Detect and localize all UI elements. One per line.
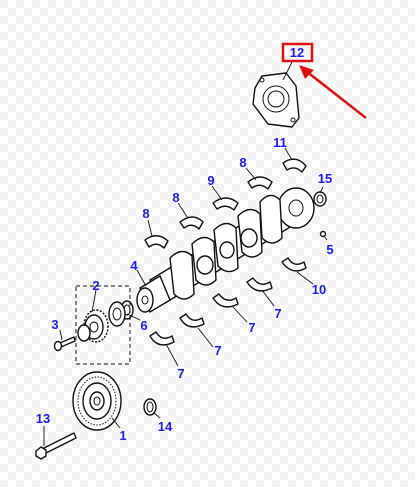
callout-2[interactable]: 2: [92, 278, 99, 293]
callout-8-a[interactable]: 8: [239, 155, 246, 170]
callout-7-c[interactable]: 7: [214, 343, 221, 358]
callout-7-d[interactable]: 7: [177, 366, 184, 381]
arrow-head-icon: [299, 65, 314, 79]
callout-15[interactable]: 15: [318, 171, 332, 186]
callout-9[interactable]: 9: [207, 173, 214, 188]
callout-13[interactable]: 13: [36, 411, 50, 426]
o-ring: [143, 398, 157, 416]
callout-6[interactable]: 6: [140, 318, 147, 333]
pulley-bolt: [35, 432, 77, 460]
highlight-box: [281, 42, 314, 63]
callout-4[interactable]: 4: [130, 258, 138, 273]
dowel: [319, 230, 327, 238]
selection-highlight: [281, 42, 367, 119]
callout-11[interactable]: 11: [273, 135, 287, 150]
callout-12[interactable]: 12: [290, 45, 304, 60]
callout-10[interactable]: 10: [312, 282, 326, 297]
callout-14[interactable]: 14: [158, 419, 173, 434]
timing-gear-assembly: [75, 285, 131, 365]
crankshaft: [136, 187, 315, 313]
callout-5[interactable]: 5: [326, 242, 333, 257]
lower-bearing-shells: [149, 257, 307, 346]
leader-lines: [43, 59, 328, 446]
callout-1[interactable]: 1: [119, 428, 126, 443]
callout-8-b[interactable]: 8: [172, 190, 179, 205]
callout-labels: 12 11 15 8 9 8 8 5 10 4 2 7 7 3 6 7 7 13…: [36, 45, 334, 443]
spigot-bush: [313, 191, 327, 207]
callout-7-a[interactable]: 7: [274, 306, 281, 321]
rear-oil-seal-housing: [252, 72, 300, 128]
callout-3[interactable]: 3: [51, 317, 58, 332]
timing-gear-bolt: [53, 336, 76, 352]
callout-7-b[interactable]: 7: [248, 320, 255, 335]
callout-8-c[interactable]: 8: [142, 206, 149, 221]
upper-bearing-shells: [144, 176, 273, 249]
crankshaft-pulley: [72, 371, 122, 431]
highlight-arrow: [305, 70, 367, 119]
